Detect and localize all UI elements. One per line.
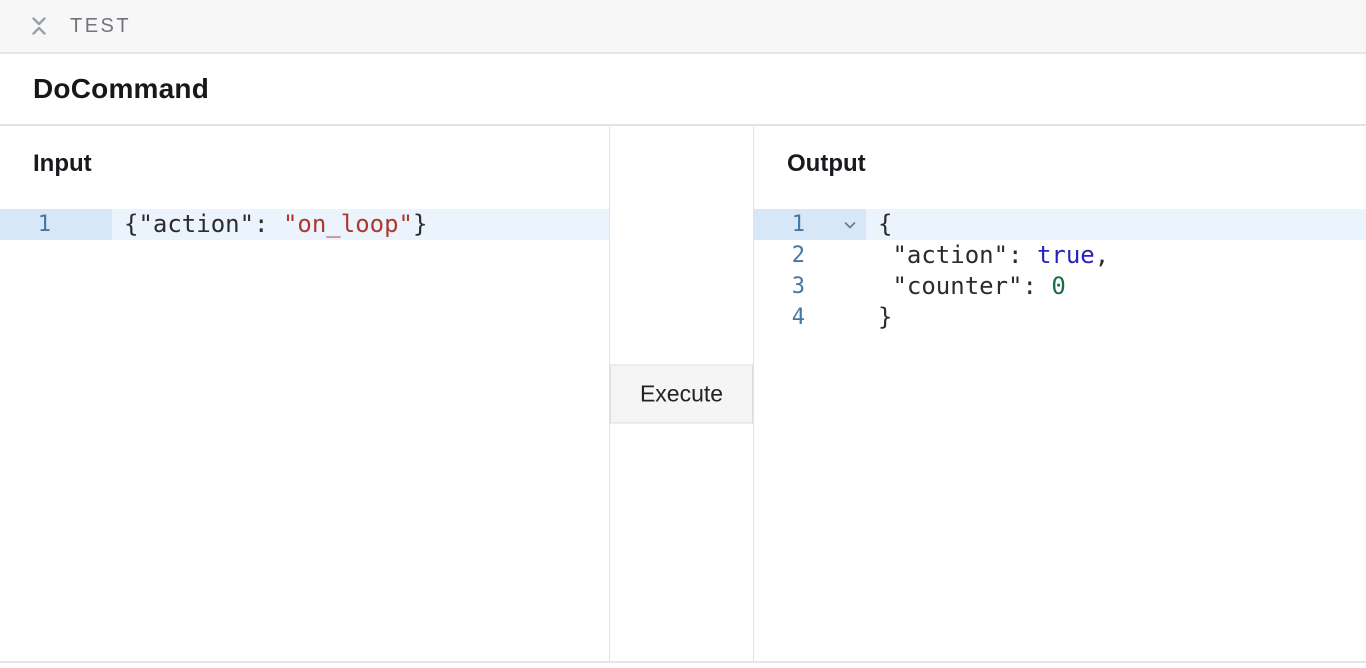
fold-gutter bbox=[810, 240, 866, 271]
code-line-content: { bbox=[866, 209, 1366, 240]
line-number: 1 bbox=[0, 209, 56, 240]
fold-gutter bbox=[810, 209, 866, 240]
input-panel: Input 1 {"action": "on_loop"} bbox=[0, 126, 609, 661]
execute-column: Execute bbox=[609, 126, 754, 661]
editor-line[interactable]: 2 "action": true, bbox=[754, 240, 1366, 271]
page-title: DoCommand bbox=[33, 73, 210, 104]
fold-gutter bbox=[810, 302, 866, 333]
output-panel: Output 1{2 "action": true,3 "counter": 0… bbox=[754, 126, 1366, 661]
test-topbar: TEST bbox=[0, 0, 1366, 54]
editor-line[interactable]: 3 "counter": 0 bbox=[754, 271, 1366, 302]
fold-gutter bbox=[810, 271, 866, 302]
fold-chevron-down-icon[interactable] bbox=[842, 217, 858, 233]
collapse-vertical-icon bbox=[27, 12, 51, 40]
test-workspace: Input 1 {"action": "on_loop"} Execute Out… bbox=[0, 126, 1366, 663]
code-line-content: "action": true, bbox=[878, 241, 1110, 269]
line-number: 1 bbox=[754, 209, 810, 240]
panel-title: TEST bbox=[70, 14, 132, 37]
output-heading: Output bbox=[787, 150, 866, 177]
line-number: 4 bbox=[791, 305, 805, 330]
input-heading: Input bbox=[33, 150, 92, 177]
code-line-content: "counter": 0 bbox=[878, 272, 1066, 300]
editor-line[interactable]: 1{ bbox=[754, 209, 1366, 240]
editor-line[interactable]: 4} bbox=[754, 302, 1366, 333]
command-header: DoCommand bbox=[0, 54, 1366, 126]
editor-line[interactable]: 1 {"action": "on_loop"} bbox=[0, 209, 609, 240]
collapse-panel-button[interactable] bbox=[27, 12, 51, 40]
line-number: 3 bbox=[791, 274, 805, 299]
line-number: 2 bbox=[791, 243, 805, 268]
code-line-content: } bbox=[878, 303, 893, 331]
execute-button[interactable]: Execute bbox=[610, 364, 753, 423]
fold-gutter bbox=[56, 209, 112, 240]
input-code-editor[interactable]: 1 {"action": "on_loop"} bbox=[0, 209, 609, 240]
code-line-content: {"action": "on_loop"} bbox=[112, 209, 609, 240]
